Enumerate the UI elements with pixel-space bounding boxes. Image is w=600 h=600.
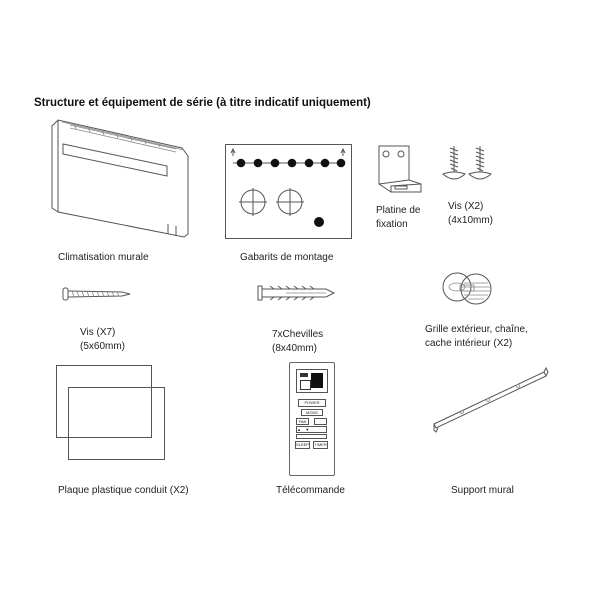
- long-screw-illustration: [62, 287, 131, 301]
- remote-button-sleep: SLEEP: [295, 441, 310, 449]
- remote-button-small: [314, 418, 327, 425]
- air-conditioner-illustration: [51, 119, 189, 238]
- remote-display: [296, 369, 328, 393]
- label-grilles: Grille extérieur, chaîne,cache intérieur…: [425, 324, 528, 349]
- remote-control-illustration: POWER MODE FAN ▲ ▼ SLEEP TIMER: [289, 362, 335, 476]
- label-small-screws: Vis (X2)(4x10mm): [448, 201, 494, 226]
- remote-button-timer: TIMER: [313, 441, 328, 449]
- label-mounting-templates: Gabarits de montage: [240, 252, 334, 263]
- label-remote-control: Télécommande: [276, 485, 345, 496]
- section-heading: Structure et équipement de série (à titr…: [34, 97, 371, 109]
- small-screws-illustration: [442, 146, 492, 180]
- remote-bar: [296, 434, 327, 439]
- wall-anchor-illustration: [257, 285, 336, 301]
- conduit-plates-illustration: [56, 365, 165, 460]
- mounting-templates-illustration: [225, 144, 352, 239]
- label-wall-support: Support mural: [451, 485, 514, 496]
- remote-button-power: POWER: [298, 399, 326, 407]
- grilles-illustration: [442, 272, 492, 305]
- label-wall-anchors: 7xChevilles(8x40mm): [272, 329, 324, 354]
- label-long-screws: Vis (X7)(5x60mm): [80, 327, 126, 352]
- label-air-conditioner: Climatisation murale: [58, 252, 149, 263]
- remote-button-mode: MODE: [301, 409, 323, 416]
- remote-arrow-buttons: ▲ ▼: [296, 426, 327, 433]
- wall-support-illustration: [433, 366, 549, 433]
- fixing-bracket-illustration: [378, 145, 422, 193]
- remote-button-fan: FAN: [296, 418, 309, 425]
- label-conduit-plates: Plaque plastique conduit (X2): [58, 485, 189, 496]
